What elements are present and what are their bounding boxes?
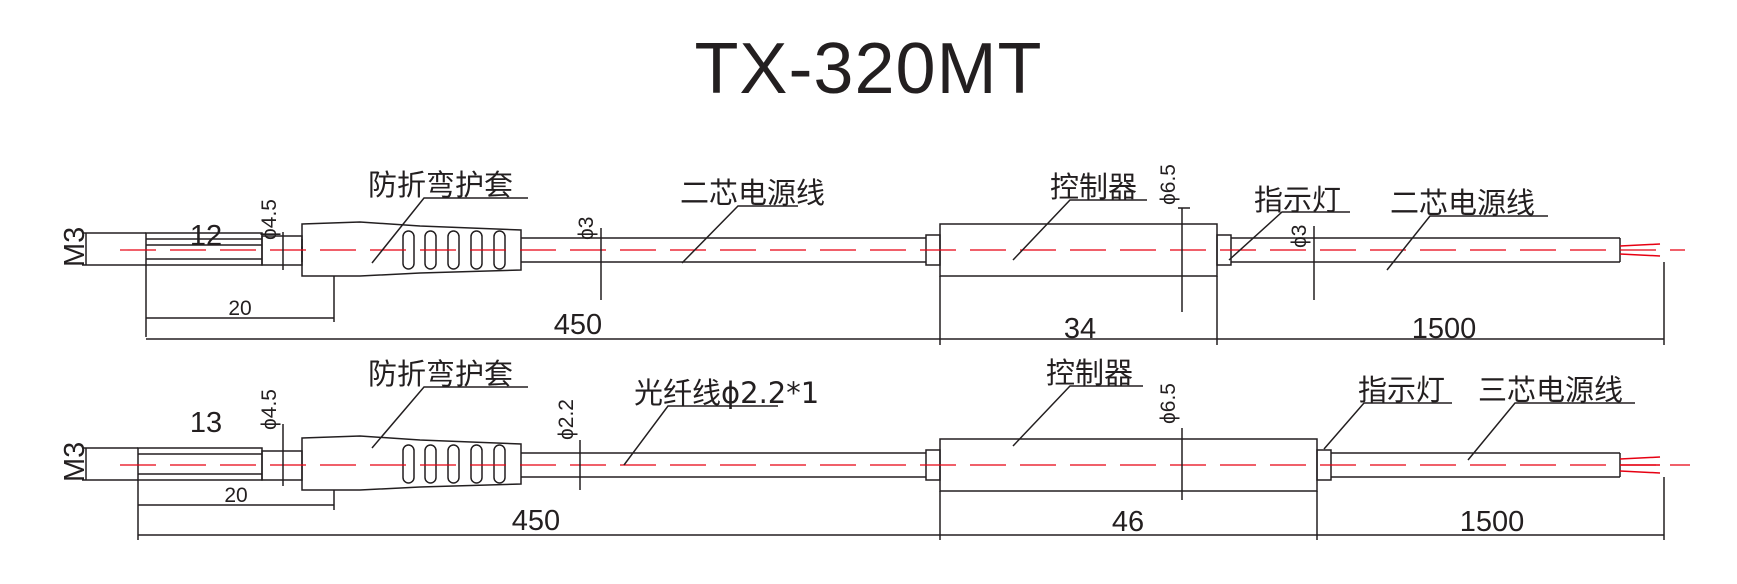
leader-cable-bottom — [623, 405, 778, 466]
out-cable-diameter-label-top: ϕ3 — [1288, 225, 1311, 248]
leader-sleeve-bottom — [371, 386, 528, 449]
controller-label-bottom: 控制器 — [1046, 356, 1133, 390]
controller-diameter-label-bottom: ϕ6.5 — [1157, 383, 1180, 424]
out-cable-label-bottom: 三芯电源线 — [1478, 373, 1623, 407]
labels-top: M3 12 20 ϕ4.5 防折弯护套 ϕ3 二芯电源线 450 控制器 ϕ6.… — [59, 164, 1535, 345]
drawing-view-top — [82, 197, 1685, 345]
wire-1-top — [1619, 243, 1661, 247]
sleeve-diameter-label-top: ϕ4.5 — [258, 199, 281, 240]
probe-length-label-bottom: 13 — [190, 407, 222, 439]
leader-controller-bottom — [1012, 385, 1143, 447]
indicator-label-top: 指示灯 — [1254, 183, 1341, 217]
cable-diameter-label-bottom: ϕ2.2 — [555, 399, 578, 440]
sleeve-outline-bottom — [301, 435, 522, 491]
wire-2-top — [1619, 253, 1661, 257]
leader-sleeve-top — [371, 197, 528, 264]
wire-1-bottom — [1619, 456, 1661, 460]
cable-length-label-bottom: 450 — [512, 505, 560, 537]
leader-out-cable-top — [1386, 215, 1548, 271]
probe-length-label-top: 12 — [190, 220, 222, 252]
drawing-view-bottom — [82, 385, 1690, 540]
controller-length-label-top: 34 — [1064, 313, 1096, 345]
out-cable-length-label-top: 1500 — [1412, 313, 1477, 345]
sleeve-label-top: 防折弯护套 — [368, 168, 513, 202]
thread-label-top: M3 — [59, 227, 91, 267]
labels-bottom: M3 13 20 ϕ4.5 防折弯护套 ϕ2.2 光纤线ϕ2.2*1 450 控… — [59, 356, 1623, 538]
page-title: TX-320MT — [694, 29, 1043, 109]
probe-total-label-bottom: 20 — [224, 484, 247, 507]
leader-indicator-top — [1228, 211, 1350, 261]
leader-cable-top — [681, 205, 798, 264]
cable-label-bottom: 光纤线ϕ2.2*1 — [634, 376, 819, 410]
cable-label-top: 二芯电源线 — [680, 176, 825, 210]
wire-3-bottom — [1619, 470, 1661, 474]
sleeve-slots-bottom — [402, 444, 506, 484]
probe-total-label-top: 20 — [228, 297, 251, 320]
leader-controller-top — [1012, 199, 1147, 261]
out-cable-label-top: 二芯电源线 — [1390, 186, 1535, 220]
probe-body-bottom — [137, 447, 263, 481]
sleeve-label-bottom: 防折弯护套 — [368, 357, 513, 391]
indicator-label-bottom: 指示灯 — [1358, 373, 1445, 407]
out-cable-length-label-bottom: 1500 — [1460, 506, 1525, 538]
leader-out-cable-bottom — [1467, 402, 1635, 461]
sleeve-diameter-label-bottom: ϕ4.5 — [258, 389, 281, 430]
cable-length-label-top: 450 — [554, 309, 602, 341]
thread-label-bottom: M3 — [59, 442, 91, 482]
cable-diameter-label-top: ϕ3 — [575, 217, 598, 240]
controller-length-label-bottom: 46 — [1112, 506, 1144, 538]
controller-label-top: 控制器 — [1050, 170, 1137, 204]
leader-indicator-bottom — [1323, 402, 1452, 450]
sleeve-outline — [301, 221, 522, 277]
controller-diameter-label-top: ϕ6.5 — [1157, 164, 1180, 205]
